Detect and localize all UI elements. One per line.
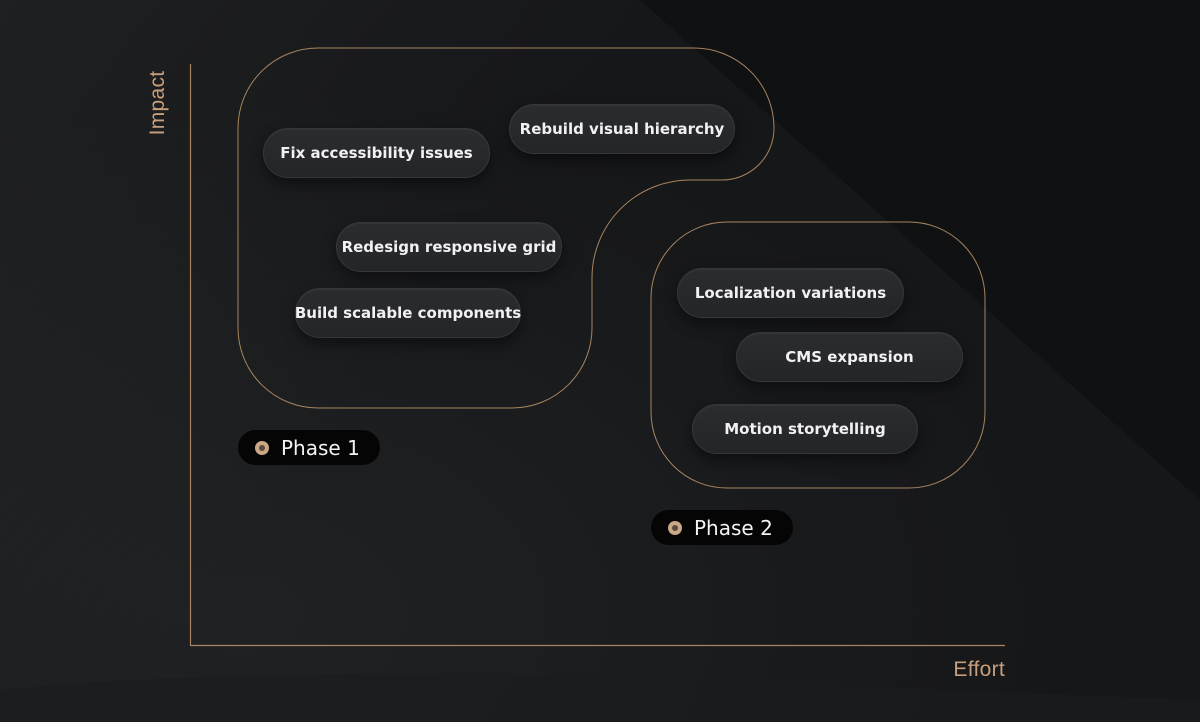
phase-1-dot-icon [255,440,269,455]
phase-1-outline [237,47,775,409]
phase-2-badge: Phase 2 [651,510,793,545]
item-motion-storytelling[interactable]: Motion storytelling [692,404,918,454]
item-rebuild-visual-hierarchy[interactable]: Rebuild visual hierarchy [509,104,735,154]
item-build-scalable-components[interactable]: Build scalable components [295,288,521,338]
item-localization-variations[interactable]: Localization variations [677,268,904,318]
phase-2-dot-icon [668,520,682,535]
phase-1-badge: Phase 1 [238,430,380,465]
phase-1-label: Phase 1 [281,435,360,460]
y-axis-label: Impact [146,70,169,136]
phase-2-outline [650,221,986,489]
phase-2-label: Phase 2 [694,515,773,540]
item-redesign-responsive-grid[interactable]: Redesign responsive grid [336,222,562,272]
item-fix-accessibility-issues[interactable]: Fix accessibility issues [263,128,490,178]
x-axis-label: Effort [953,658,1005,681]
item-cms-expansion[interactable]: CMS expansion [736,332,963,382]
